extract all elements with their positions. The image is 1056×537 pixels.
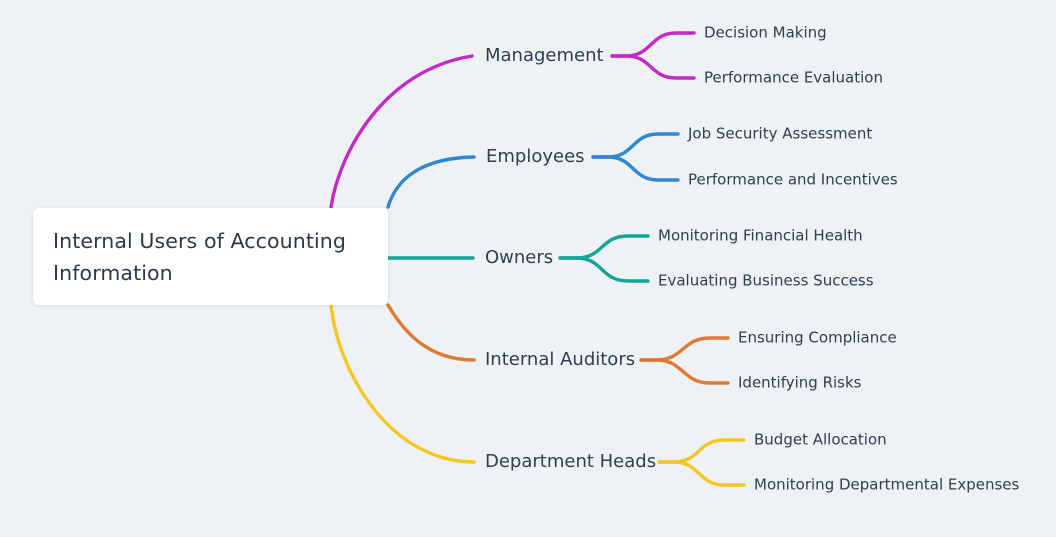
edge-employees-to-performance-incentives	[591, 155, 680, 182]
edge-owners-to-evaluating-business-success	[558, 256, 650, 283]
leaf-label-budget-allocation[interactable]: Budget Allocation	[754, 430, 887, 449]
edge-department-heads-to-monitoring-expenses	[657, 460, 746, 487]
leaf-label-job-security-assessment[interactable]: Job Security Assessment	[688, 124, 873, 143]
branch-label-owners[interactable]: Owners	[485, 247, 554, 268]
leaf-label-ensuring-compliance[interactable]: Ensuring Compliance	[738, 328, 897, 347]
leaf-label-evaluating-business-success[interactable]: Evaluating Business Success	[658, 271, 874, 290]
edge-root-to-department-heads	[329, 303, 476, 464]
leaf-label-performance-evaluation[interactable]: Performance Evaluation	[704, 68, 883, 87]
edge-root-to-management	[329, 54, 474, 209]
leaf-label-monitoring-departmental-expenses[interactable]: Monitoring Departmental Expenses	[754, 475, 1020, 494]
edge-owners-to-monitoring-financial-health	[558, 234, 650, 260]
leaf-label-decision-making[interactable]: Decision Making	[704, 23, 827, 42]
edge-management-to-decision-making	[610, 31, 696, 58]
root-node[interactable]: Internal Users of Accounting Information	[33, 208, 388, 305]
branch-label-department-heads[interactable]: Department Heads	[485, 451, 657, 472]
edge-root-to-internal-auditors	[386, 303, 476, 362]
edge-employees-to-job-security	[591, 132, 680, 159]
edge-department-heads-to-budget-allocation	[657, 438, 746, 464]
branch-label-management[interactable]: Management	[485, 45, 604, 66]
edge-management-to-performance-evaluation	[610, 54, 696, 80]
leaf-label-monitoring-financial-health[interactable]: Monitoring Financial Health	[658, 226, 863, 245]
edge-auditors-to-ensuring-compliance	[639, 336, 730, 362]
branch-label-employees[interactable]: Employees	[486, 146, 585, 167]
leaf-label-identifying-risks[interactable]: Identifying Risks	[738, 373, 862, 392]
branch-label-internal-auditors[interactable]: Internal Auditors	[485, 349, 636, 370]
edge-root-to-employees	[386, 155, 476, 209]
leaf-label-performance-and-incentives[interactable]: Performance and Incentives	[688, 170, 898, 189]
root-node-label: Internal Users of Accounting Information	[53, 228, 346, 285]
edge-auditors-to-identifying-risks	[639, 358, 730, 385]
